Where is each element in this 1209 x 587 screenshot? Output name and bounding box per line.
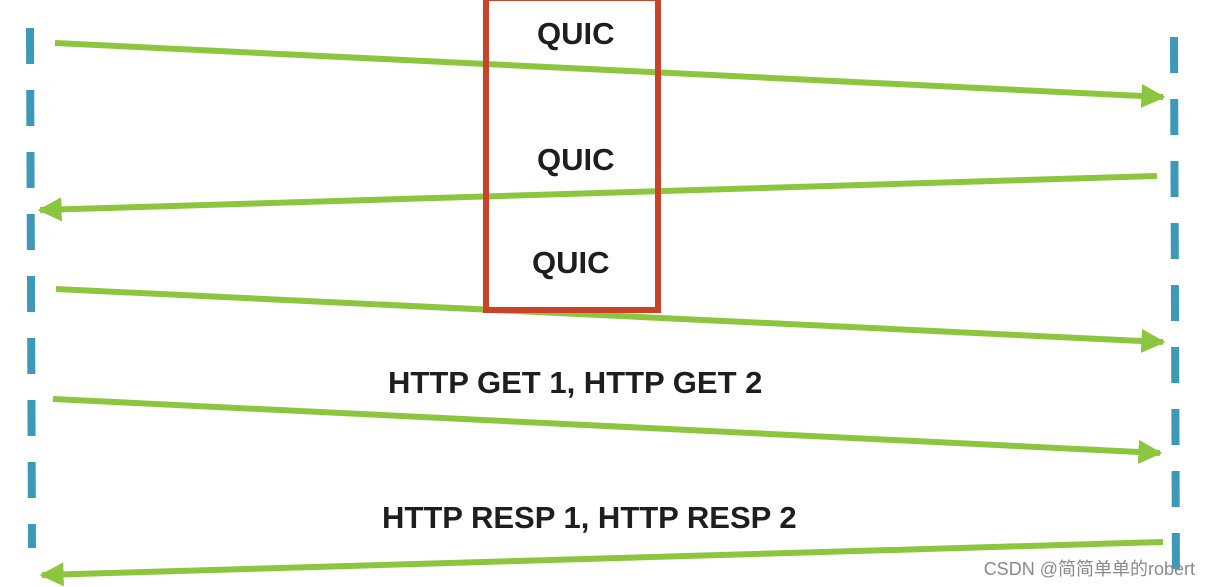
message-arrow-http-resp — [39, 539, 1164, 587]
http-get-label: HTTP GET 1, HTTP GET 2 — [388, 365, 763, 400]
message-arrow-quic-1 — [54, 40, 1166, 108]
server-timeline — [1170, 36, 1180, 585]
client-timeline — [26, 27, 36, 549]
message-arrow-http-get — [52, 396, 1163, 464]
watermark-text: CSDN @简简单单的robert — [983, 559, 1195, 579]
quic-label-3: QUIC — [532, 245, 610, 280]
message-arrow-quic-2 — [37, 173, 1158, 222]
http-resp-label: HTTP RESP 1, HTTP RESP 2 — [382, 500, 797, 535]
message-arrow-quic-3 — [55, 286, 1166, 353]
quic-label-2: QUIC — [537, 142, 615, 177]
quic-handshake-box — [483, 0, 661, 313]
quic-label-1: QUIC — [537, 16, 615, 51]
